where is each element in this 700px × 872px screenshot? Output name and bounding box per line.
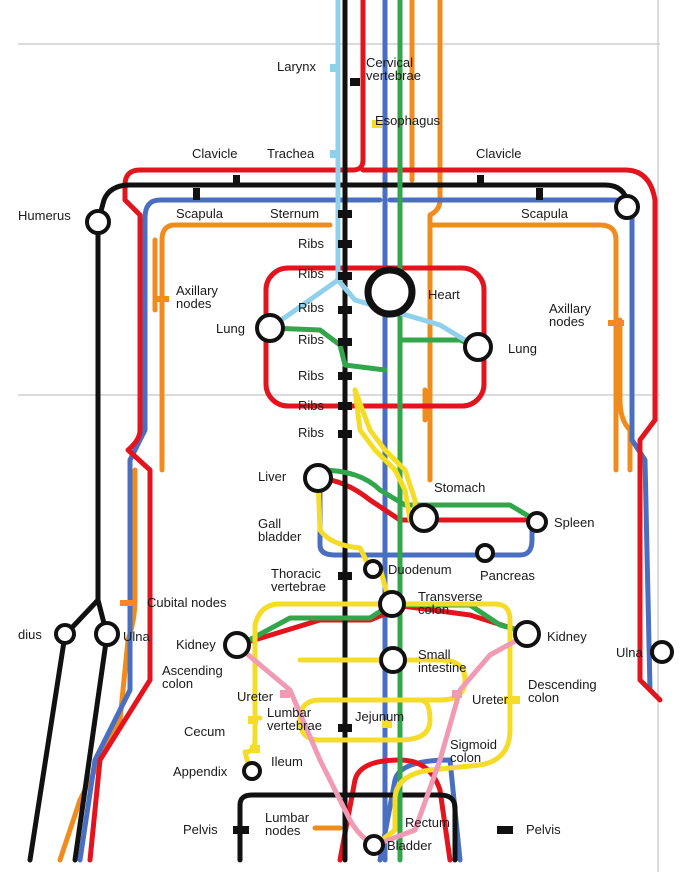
- label-spleen: Spleen: [554, 515, 594, 530]
- station-appendix: [242, 761, 262, 781]
- label-ileum: Ileum: [271, 754, 303, 769]
- label-humerus: Humerus: [18, 208, 71, 223]
- label-ribs-7: Ribs: [298, 425, 325, 440]
- station-kidney-left: [223, 631, 251, 659]
- station-transverse: [378, 590, 406, 618]
- label-heart: Heart: [428, 287, 460, 302]
- label-scapula-right: Scapula: [521, 206, 569, 221]
- station-small-intestine: [379, 646, 407, 674]
- station-humerus: [85, 209, 111, 235]
- label-ribs-4: Ribs: [298, 332, 325, 347]
- label-ribs-1: Ribs: [298, 236, 325, 251]
- station-pancreas: [475, 543, 495, 563]
- station-ulna-right: [650, 640, 674, 664]
- label-cecum: Cecum: [184, 724, 225, 739]
- label-jejunum: Jejunum: [355, 709, 404, 724]
- label-pelvis-right: Pelvis: [526, 822, 561, 837]
- label-ribs-6: Ribs: [298, 398, 325, 413]
- station-kidney-right: [513, 620, 541, 648]
- label-stomach: Stomach: [434, 480, 485, 495]
- label-scapula-left: Scapula: [176, 206, 224, 221]
- label-clavicle-right: Clavicle: [476, 146, 522, 161]
- label-ribs-2: Ribs: [298, 266, 325, 281]
- station-radius: [54, 623, 76, 645]
- label-cubital: Cubital nodes: [147, 595, 227, 610]
- station-lung-right: [463, 332, 493, 362]
- stop-ticks: [193, 78, 543, 834]
- label-ribs-3: Ribs: [298, 300, 325, 315]
- stations: [54, 194, 674, 856]
- label-sternum: Sternum: [270, 206, 319, 221]
- label-kidney-left: Kidney: [176, 637, 216, 652]
- station-humerus-right: [614, 194, 640, 220]
- label-ulna-left: Ulna: [123, 629, 151, 644]
- red-line: [87, 0, 663, 863]
- station-stomach: [409, 503, 439, 533]
- label-lung-right: Lung: [508, 341, 537, 356]
- station-heart: [364, 266, 416, 318]
- label-duodenum: Duodenum: [388, 562, 452, 577]
- label-radius: dius: [18, 627, 42, 642]
- label-pelvis-left: Pelvis: [183, 822, 218, 837]
- label-rectum: Rectum: [405, 815, 450, 830]
- label-ribs-5: Ribs: [298, 368, 325, 383]
- label-lung-left: Lung: [216, 321, 245, 336]
- label-larynx: Larynx: [277, 59, 317, 74]
- station-duodenum: [363, 559, 383, 579]
- label-ureter-left: Ureter: [237, 689, 274, 704]
- stop-ticks-colored: [120, 64, 624, 753]
- label-pancreas: Pancreas: [480, 568, 535, 583]
- station-ulna: [94, 621, 120, 647]
- label-ulna-right: Ulna: [616, 645, 644, 660]
- label-esophagus: Esophagus: [375, 113, 441, 128]
- station-bladder: [363, 834, 385, 856]
- yellow-line: [242, 387, 513, 848]
- label-kidney-right: Kidney: [547, 629, 587, 644]
- label-clavicle-left: Clavicle: [192, 146, 238, 161]
- label-ureter-right: Ureter: [472, 692, 509, 707]
- label-trachea: Trachea: [267, 146, 315, 161]
- label-liver: Liver: [258, 469, 287, 484]
- station-lung-left: [255, 313, 285, 343]
- label-bladder: Bladder: [387, 838, 432, 853]
- station-liver: [303, 463, 333, 493]
- station-spleen: [526, 511, 548, 533]
- label-appendix: Appendix: [173, 764, 228, 779]
